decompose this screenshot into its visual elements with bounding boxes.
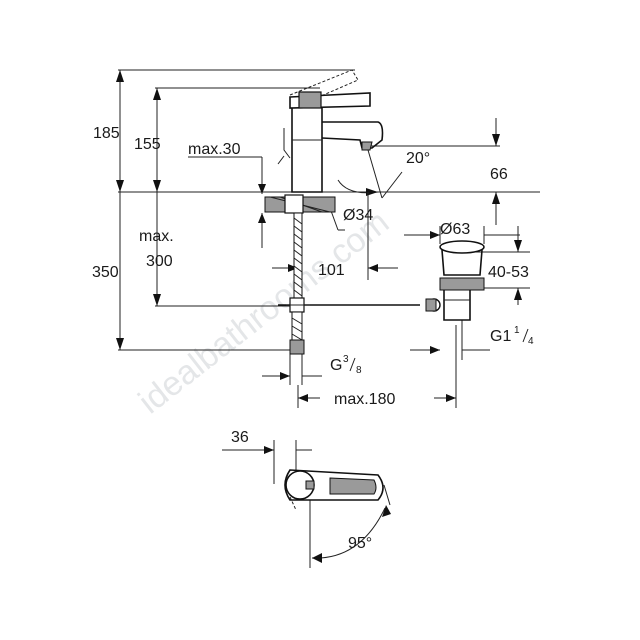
label-40-53: 40-53 bbox=[488, 264, 529, 281]
label-36: 36 bbox=[231, 429, 249, 446]
label-185: 185 bbox=[93, 125, 120, 142]
label-101: 101 bbox=[318, 262, 345, 279]
label-g1-den: 4 bbox=[528, 336, 534, 347]
label-20deg: 20° bbox=[406, 150, 430, 167]
label-max: max. bbox=[139, 228, 174, 245]
label-o63: Ø63 bbox=[440, 221, 470, 238]
label-g-num: 3 bbox=[343, 354, 349, 365]
dimension-labels: 185 155 max.30 20° 66 Ø34 max. 300 350 1… bbox=[92, 125, 534, 552]
label-g: G bbox=[330, 357, 342, 374]
counter-plate bbox=[264, 194, 420, 355]
label-66: 66 bbox=[490, 166, 508, 183]
dimension-lines bbox=[116, 69, 540, 568]
label-max30: max.30 bbox=[188, 141, 241, 158]
label-95deg: 95° bbox=[348, 535, 372, 552]
top-view-lever bbox=[284, 469, 384, 511]
label-g-den: 8 bbox=[356, 365, 362, 376]
label-350: 350 bbox=[92, 264, 119, 281]
pop-up-waste bbox=[425, 240, 485, 321]
label-300: 300 bbox=[146, 253, 173, 270]
label-o34: Ø34 bbox=[343, 207, 373, 224]
faucet-body bbox=[277, 69, 384, 193]
label-g1-num: 1 bbox=[514, 325, 520, 336]
label-g1: G1 bbox=[490, 328, 511, 345]
label-max180: max.180 bbox=[334, 391, 395, 408]
label-155: 155 bbox=[134, 136, 161, 153]
